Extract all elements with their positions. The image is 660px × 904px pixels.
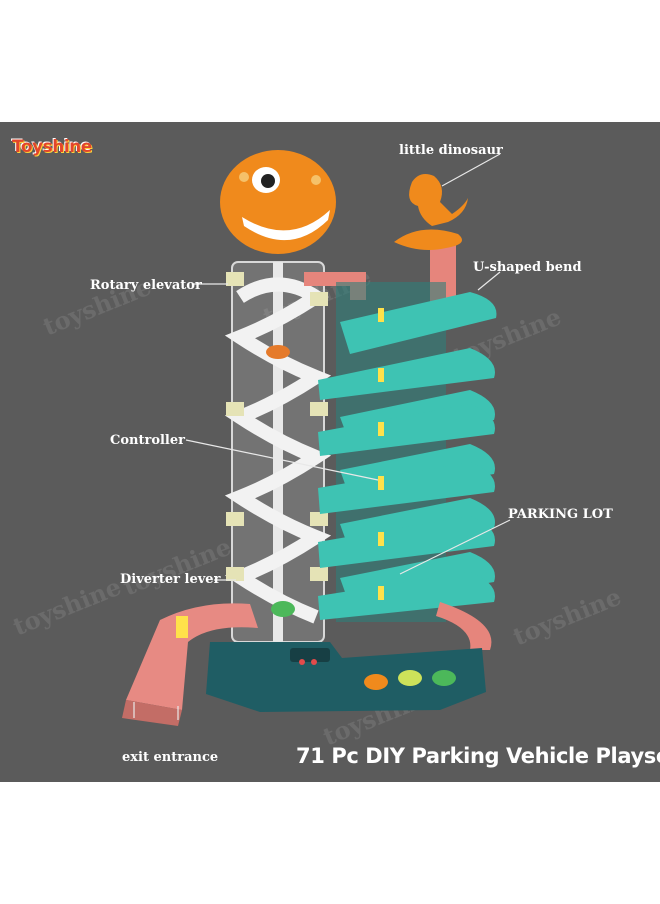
dinosaur-head [220,150,336,254]
label-rotary-elevator: Rotary elevator [90,278,202,293]
label-exit-entrance: exit entrance [122,750,219,765]
exit-ramp [122,603,258,726]
brand-logo: Toyshine [12,137,92,157]
label-diverter-lever: Diverter lever [120,572,221,587]
playset-illustration [122,150,511,726]
rotary-elevator [224,261,332,643]
product-photo-panel: toyshine toyshine toyshine toyshine toys… [0,122,660,782]
label-u-shaped-bend: U-shaped bend [473,260,582,275]
label-little-dinosaur: little dinosaur [399,143,503,158]
label-parking-lot: PARKING LOT [508,507,613,522]
product-title: 71 Pc DIY Parking Vehicle Playset [296,744,660,768]
callout-lines [133,153,511,720]
playset-base [206,642,486,712]
label-controller: Controller [110,433,185,448]
parking-spiral [318,282,497,650]
